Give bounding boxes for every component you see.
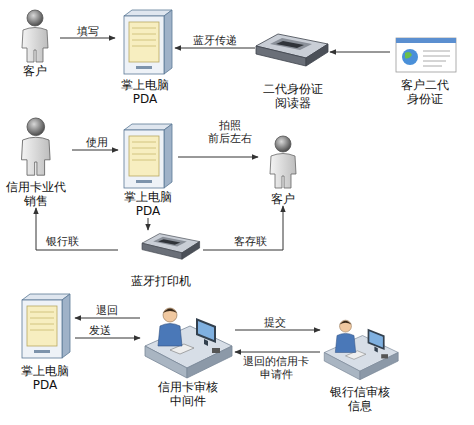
salesperson-icon bbox=[22, 118, 51, 175]
person-icon bbox=[22, 10, 48, 62]
edge-label: 退回 bbox=[87, 304, 127, 317]
connector-arrow bbox=[235, 352, 320, 353]
node-label: 银行信审核 信息 bbox=[320, 385, 400, 413]
device-node: 信用卡审核 中间件 bbox=[140, 292, 235, 408]
id-card-icon bbox=[396, 38, 456, 72]
connector-arrow bbox=[36, 208, 118, 250]
connector-arrow bbox=[330, 52, 390, 53]
connector-arrow bbox=[178, 157, 258, 158]
device-node: 银行信审核 信息 bbox=[320, 305, 400, 413]
printer-icon bbox=[142, 234, 200, 260]
edge-label: 填写 bbox=[68, 25, 108, 38]
connector-arrow bbox=[75, 338, 140, 339]
node-label: 客户二代 身份证 bbox=[390, 78, 460, 106]
edge-label: 拍照 前后左右 bbox=[205, 119, 255, 145]
pda-icon bbox=[22, 294, 70, 358]
connector-arrow bbox=[175, 48, 255, 49]
workstation-icon bbox=[324, 320, 398, 380]
node-label: 客户 bbox=[10, 64, 60, 78]
workstation-icon bbox=[145, 308, 232, 378]
pda-icon bbox=[124, 10, 172, 74]
id-reader-icon bbox=[256, 34, 328, 66]
person-icon bbox=[270, 136, 296, 188]
node-label: 客户 bbox=[258, 192, 308, 206]
node-label: 二代身份证 阅读器 bbox=[255, 82, 330, 110]
device-node: 蓝牙打印机 bbox=[118, 230, 203, 288]
device-node: 掌上电脑 PDA bbox=[15, 292, 75, 392]
pda-icon bbox=[124, 124, 172, 188]
edge-label: 蓝牙传递 bbox=[185, 34, 245, 47]
device-node: 客户 bbox=[10, 8, 60, 78]
node-label: 信用卡业代 销售 bbox=[0, 180, 72, 208]
connector-arrow bbox=[148, 218, 149, 230]
node-label: 掌上电脑 PDA bbox=[15, 364, 75, 392]
edge-label: 客存联 bbox=[230, 235, 270, 248]
node-label: 蓝牙打印机 bbox=[118, 274, 203, 288]
edge-label: 退回的信用卡 申请件 bbox=[236, 355, 316, 381]
edge-label: 发送 bbox=[80, 324, 120, 337]
edge-label: 银行联 bbox=[42, 235, 82, 248]
node-label: 掌上电脑 PDA bbox=[115, 78, 175, 106]
connector-arrow bbox=[72, 150, 118, 151]
device-node: 掌上电脑 PDA bbox=[115, 8, 175, 106]
device-node: 信用卡业代 销售 bbox=[0, 118, 72, 208]
connector-arrow bbox=[235, 330, 320, 331]
device-node: 客户 bbox=[258, 132, 308, 206]
connector-arrow bbox=[203, 206, 283, 250]
connector-arrow bbox=[75, 318, 140, 319]
node-label: 掌上电脑 PDA bbox=[118, 190, 178, 218]
edge-label: 使用 bbox=[77, 136, 117, 149]
device-node: 掌上电脑 PDA bbox=[118, 122, 178, 218]
device-node: 客户二代 身份证 bbox=[390, 32, 460, 106]
node-label: 信用卡审核 中间件 bbox=[140, 380, 235, 408]
edge-label: 提交 bbox=[255, 316, 295, 329]
device-node: 二代身份证 阅读器 bbox=[255, 22, 330, 110]
